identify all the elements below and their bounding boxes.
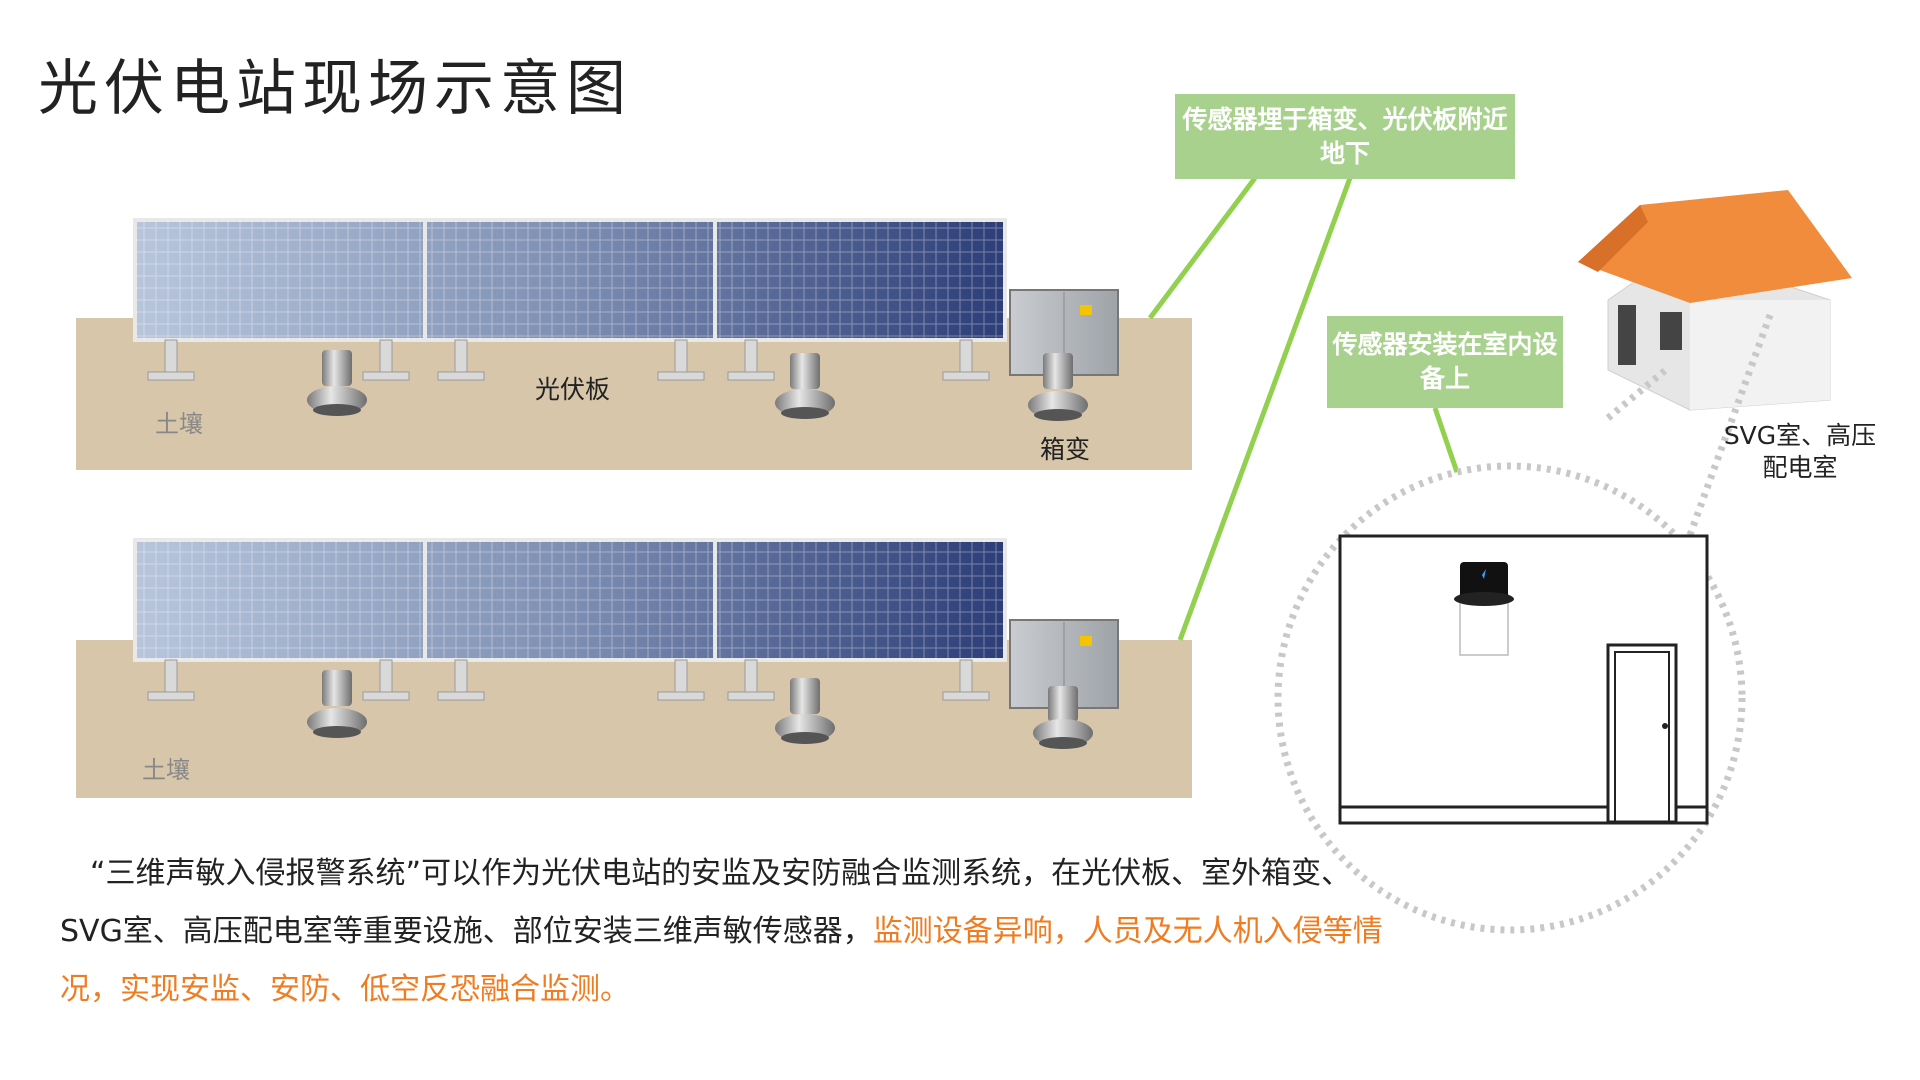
zoom-connector [1605, 365, 1671, 421]
callout-underground-text: 传感器埋于箱变、光伏板附近地下 [1182, 104, 1508, 168]
description-highlight: 监测设备异响，人员及无人机入侵等情况，实现安监、安防、低空反恐融合监测。 [60, 914, 1383, 1007]
callout-connector-line [1177, 177, 1353, 641]
acoustic-sensor [775, 678, 835, 744]
page-title: 光伏电站现场示意图 [38, 54, 632, 124]
soil-ground [76, 640, 1192, 798]
acoustic-sensor [307, 670, 367, 738]
quote-close: ” [405, 856, 422, 891]
callout-connector-line [1148, 176, 1257, 320]
panel-supports [147, 659, 990, 701]
quote-open: “ [90, 856, 106, 891]
label-pv-panel: 光伏板 [535, 375, 611, 404]
system-name: 三维声敏入侵报警系统 [105, 856, 406, 891]
pv-panel-array [133, 538, 1007, 662]
description-text: 可以作为光伏电站的安监及安防融合监测系统，在光伏板、室外箱变、SVG室、高压配电… [60, 856, 1352, 949]
acoustic-sensor [1033, 686, 1093, 749]
room-interior [1338, 534, 1709, 825]
label-soil-top: 土壤 [155, 410, 203, 438]
soil-ground [76, 318, 1192, 470]
acoustic-sensor [775, 353, 835, 419]
pv-scene-top [76, 218, 1192, 470]
pv-scene-bottom [76, 538, 1192, 798]
panel-supports [147, 339, 990, 381]
callout-underground: 传感器埋于箱变、光伏板附近地下 [1175, 94, 1515, 179]
door [1606, 643, 1678, 824]
callout-indoor: 传感器安装在室内设备上 [1327, 316, 1563, 408]
pv-panel-array [133, 218, 1007, 342]
indoor-sensor [1454, 562, 1514, 606]
acoustic-sensor [307, 350, 367, 416]
description-paragraph: “三维声敏入侵报警系统”可以作为光伏电站的安监及安防融合监测系统，在光伏板、室外… [60, 845, 1400, 1019]
label-box-transformer: 箱变 [1040, 435, 1091, 464]
callout-indoor-text: 传感器安装在室内设备上 [1332, 330, 1558, 393]
label-room: SVG室、高压配电室 [1723, 421, 1877, 482]
acoustic-sensor [1028, 353, 1088, 421]
label-soil-bottom: 土壤 [142, 756, 190, 784]
house-icon [1578, 190, 1852, 411]
